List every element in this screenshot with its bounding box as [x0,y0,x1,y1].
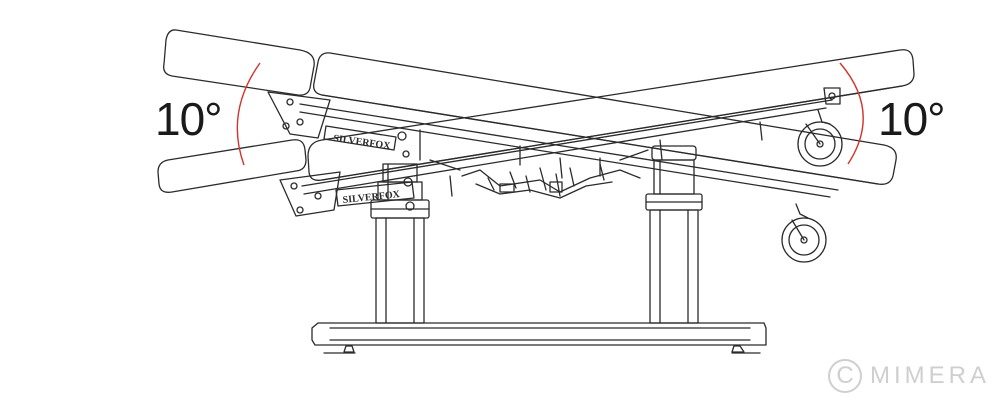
brand-label-lower: SILVERFOX [342,189,401,206]
right-foot-leveler [731,345,745,353]
lower-tilted-tabletop [157,49,915,217]
base-frame [311,322,767,354]
copyright-icon: C [828,359,862,393]
left-lift-column [370,163,430,324]
brand-label-upper: SILVERFOX [333,133,392,152]
right-lift-column [645,145,703,324]
watermark: C MIMERA [828,359,990,393]
left-tilt-angle-label: 10° [155,93,223,145]
upper-caster-wheel [797,109,843,167]
watermark-text: MIMERA [870,362,990,389]
upper-tilted-tabletop [163,29,897,198]
right-angle-arc [839,62,864,165]
left-foot-leveler [343,345,355,353]
lower-caster-wheel [781,203,827,263]
tilt-mechanism [429,149,649,199]
left-angle-arc [236,62,261,166]
right-tilt-angle-label: 10° [878,93,946,145]
